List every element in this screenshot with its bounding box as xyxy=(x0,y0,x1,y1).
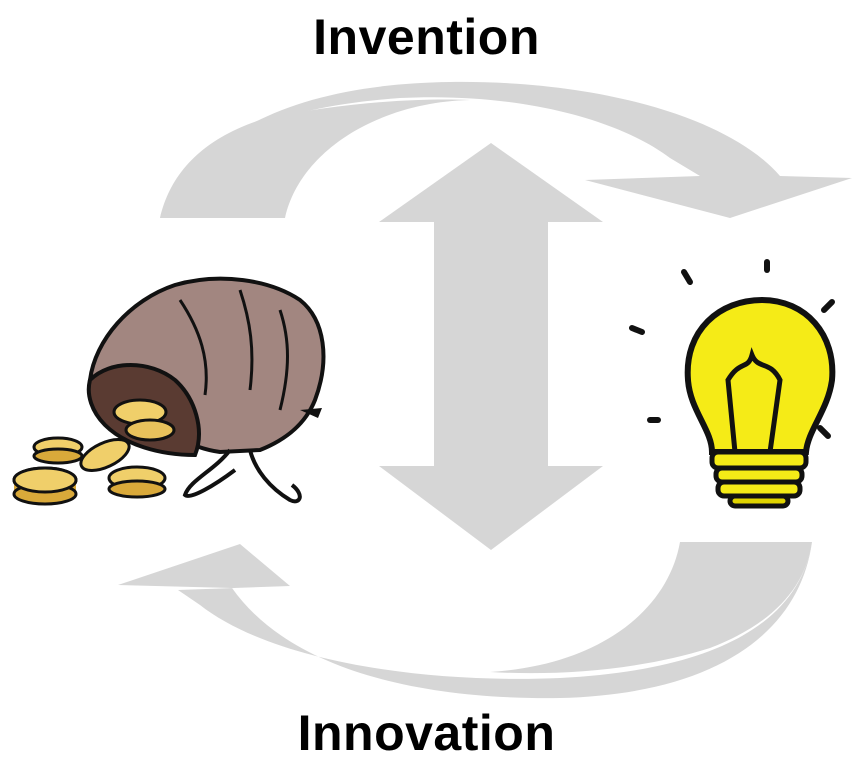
money-bag-icon xyxy=(12,276,326,506)
bottom-curved-arrow xyxy=(118,542,812,699)
innovation-label: Innovation xyxy=(297,705,556,761)
top-curved-arrow xyxy=(160,81,852,218)
bulb-base xyxy=(709,449,809,509)
light-rays xyxy=(629,259,835,439)
invention-label: Invention xyxy=(313,9,540,65)
double-headed-arrow xyxy=(379,143,603,550)
coin-stack xyxy=(12,436,167,506)
lightbulb-icon xyxy=(629,259,836,509)
